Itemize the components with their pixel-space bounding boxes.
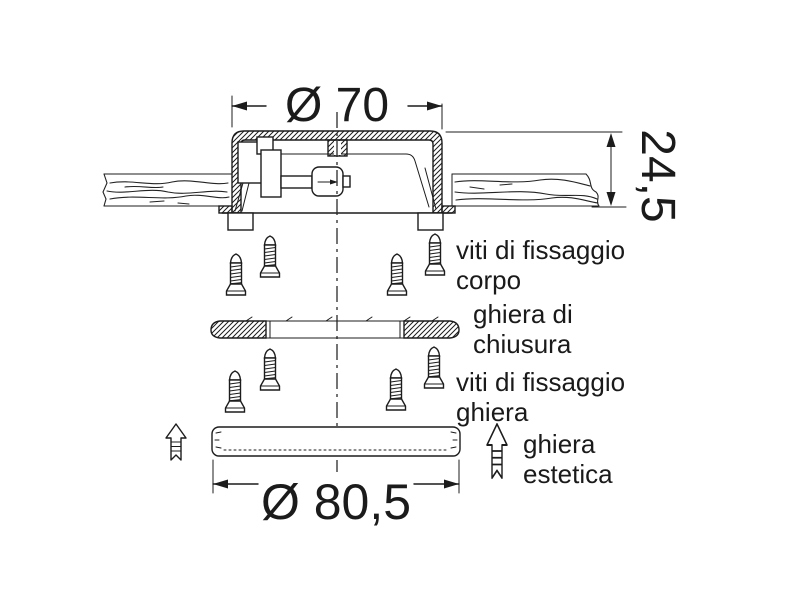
panel-broken-end <box>585 173 600 207</box>
body-fixing-screws <box>225 233 446 296</box>
screw-icon <box>225 253 247 296</box>
up-arrow-icon <box>165 423 187 461</box>
wood-panel-right <box>451 173 600 207</box>
dimension-bottom-diameter: Ø 80,5 <box>212 459 460 530</box>
left-arrow-icon <box>232 101 247 111</box>
flange-stub-left <box>218 205 233 214</box>
closure-ring-right-section <box>403 320 460 339</box>
wood-panel-left <box>102 173 233 207</box>
wood-grain <box>149 200 190 205</box>
inner-wall-slope-right <box>424 167 437 210</box>
wood-grain <box>454 178 591 187</box>
inner-reflector <box>240 153 430 208</box>
screw-icon <box>385 368 407 411</box>
ring-fixing-screws <box>224 346 445 413</box>
label-ring-closure-line2: chiusura <box>473 329 572 359</box>
screw-icon <box>224 370 246 413</box>
inner-wall-slope-left <box>234 182 250 212</box>
screw-icon <box>259 235 281 278</box>
lamp-pin <box>280 175 313 189</box>
flange-stub-right <box>441 205 456 214</box>
mounting-foot-left <box>227 212 254 231</box>
wood-grain <box>124 185 164 189</box>
up-arrow-icon <box>485 422 509 480</box>
screw-icon <box>424 233 446 276</box>
screw-icon <box>423 346 445 389</box>
aesthetic-ring-shading-ticks <box>214 431 458 449</box>
label-ring-aesthetic-line1: ghiera <box>523 429 596 459</box>
aesthetic-ring-body <box>211 426 461 457</box>
wood-grain <box>109 194 230 200</box>
closure-ring-left-section <box>210 320 267 339</box>
label-ring-closure-line1: ghiera di <box>473 299 573 329</box>
label-screws-body-line1: viti di fissaggio <box>456 235 625 265</box>
panel-broken-end <box>102 173 108 207</box>
label-screws-ring-line1: viti di fissaggio <box>456 367 625 397</box>
up-arrowhead-icon <box>606 133 616 147</box>
wood-grain <box>106 189 228 194</box>
dimension-side-height: 24,5 <box>445 129 684 223</box>
lamp-bulb-tip <box>342 175 351 188</box>
closure-ring-surface-ticks <box>245 316 439 322</box>
closure-ring <box>210 316 460 339</box>
labels: viti di fissaggio corpo ghiera di chiusu… <box>456 235 625 489</box>
label-screws-body-line2: corpo <box>456 265 521 295</box>
left-arrow-icon <box>213 479 228 489</box>
right-arrow-icon <box>427 101 442 111</box>
wood-grain <box>454 191 598 200</box>
screw-icon <box>259 348 281 391</box>
wood-grain <box>469 183 513 190</box>
aesthetic-ring <box>211 426 461 457</box>
screw-icon <box>386 253 408 296</box>
bulb-axis-arrow-icon <box>330 179 338 185</box>
right-arrow-icon <box>444 479 459 489</box>
wood-grain <box>109 180 229 185</box>
lamp-socket <box>260 149 282 198</box>
mounting-foot-right <box>417 212 444 231</box>
down-arrowhead-icon <box>606 192 616 206</box>
side-height-value: 24,5 <box>631 129 684 222</box>
fixture-body <box>218 130 456 231</box>
bottom-diameter-value: Ø 80,5 <box>261 474 411 530</box>
wood-grain <box>455 196 599 204</box>
label-screws-ring-line2: ghiera <box>456 397 529 427</box>
label-ring-aesthetic-line2: estetica <box>523 459 613 489</box>
